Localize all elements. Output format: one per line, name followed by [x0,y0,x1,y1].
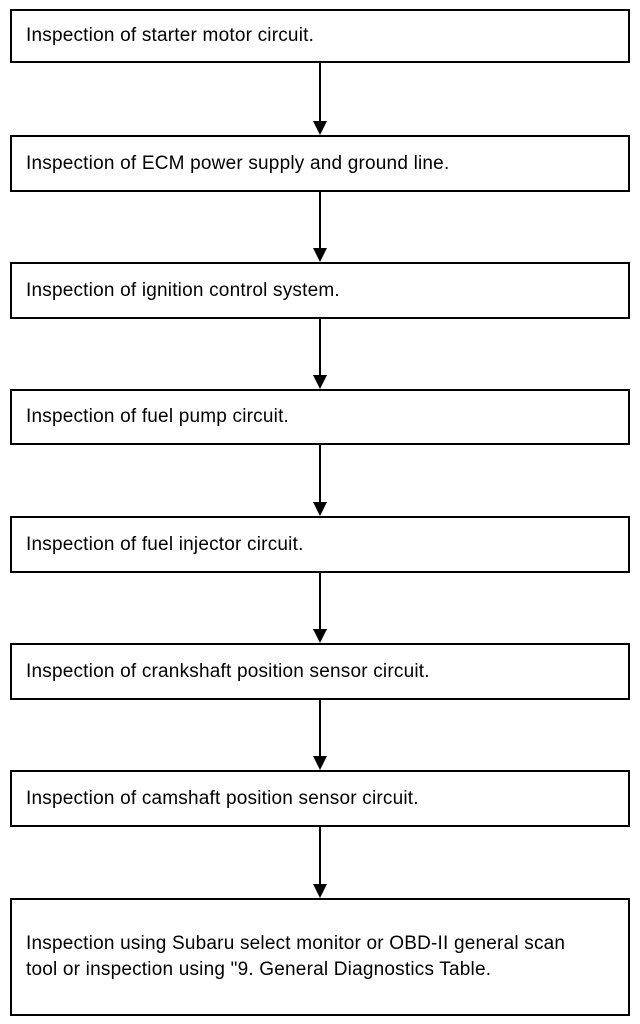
arrow-head-icon [313,502,327,516]
step-crankshaft-sensor: Inspection of crankshaft position sensor… [10,643,630,700]
step-ignition-control: Inspection of ignition control system. [10,262,630,319]
arrow-head-icon [313,248,327,262]
arrow-head-icon [313,756,327,770]
step-label: Inspection using Subaru select monitor o… [26,933,566,980]
step-label: Inspection of camshaft position sensor c… [26,787,419,809]
step-fuel-pump: Inspection of fuel pump circuit. [10,389,630,445]
step-label: Inspection of crankshaft position sensor… [26,660,430,682]
step-label: Inspection of fuel injector circuit. [26,533,304,555]
step-starter-motor: Inspection of starter motor circuit. [10,9,630,63]
step-ecm-power-supply: Inspection of ECM power supply and groun… [10,135,630,192]
step-label: Inspection of fuel pump circuit. [26,406,290,427]
step-label: Inspection of ECM power supply and groun… [26,152,450,174]
step-select-monitor-inspection: Inspection using Subaru select monitor o… [10,898,630,1016]
step-camshaft-sensor: Inspection of camshaft position sensor c… [10,770,630,827]
arrow-head-icon [313,121,327,135]
step-fuel-injector: Inspection of fuel injector circuit. [10,516,630,573]
step-label: Inspection of ignition control system. [26,279,340,301]
arrow-head-icon [313,884,327,898]
step-label: Inspection of starter motor circuit. [26,25,315,46]
arrow-head-icon [313,375,327,389]
arrow-head-icon [313,629,327,643]
